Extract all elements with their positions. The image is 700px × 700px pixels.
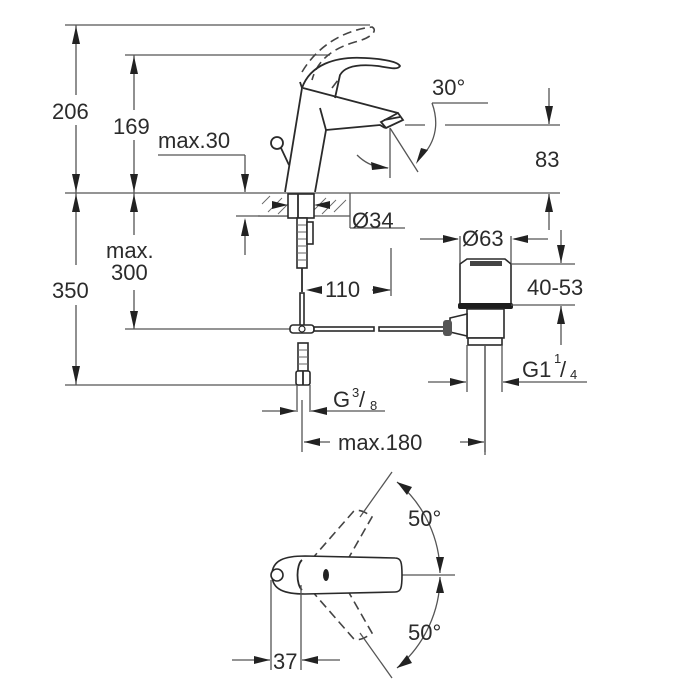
label-40-53: 40-53 — [527, 275, 583, 300]
label-max-180: max.180 — [338, 430, 422, 455]
plan-view: 50° 50° 37 — [232, 471, 455, 679]
label-110: 110 — [325, 277, 360, 302]
popup-waste: Ø63 40-53 G1 1 — [420, 226, 587, 455]
label-37: 37 — [273, 649, 297, 674]
label-50-degrees-bottom: 50° — [408, 620, 441, 645]
label-206: 206 — [52, 99, 89, 124]
label-g1-main: G1 — [522, 357, 551, 382]
dimension-350: 350 — [52, 193, 300, 386]
label-169: 169 — [113, 114, 150, 139]
dimension-max-30: max.30 — [158, 128, 290, 255]
label-g1-slash: / — [560, 357, 567, 382]
label-g-3-8-num: 3 — [352, 385, 359, 400]
label-diameter-63: Ø63 — [462, 226, 504, 251]
supply-assembly: 110 — [289, 248, 448, 386]
faucet-body — [270, 26, 405, 193]
label-300: 300 — [111, 260, 148, 285]
dimension-30-degrees: 30° — [356, 75, 488, 178]
dimension-206: 206 — [52, 25, 89, 193]
label-g1-den: 4 — [570, 367, 577, 382]
label-max-30: max.30 — [158, 128, 230, 153]
label-30-degrees: 30° — [432, 75, 465, 100]
dimension-83: 83 — [535, 88, 559, 230]
label-350: 350 — [52, 278, 89, 303]
dimension-max-300: max. 300 — [106, 193, 290, 330]
label-g-3-8-den: 8 — [370, 398, 377, 413]
below-deck-view: Ø34 350 max. 300 — [52, 193, 587, 455]
label-diameter-34: Ø34 — [352, 208, 394, 233]
label-g-3-8-main: G — [333, 387, 350, 412]
label-g-3-8-slash: / — [359, 387, 366, 412]
label-83: 83 — [535, 147, 559, 172]
dimension-g-3-8: G 3 / 8 — [262, 385, 385, 415]
dimension-37: 37 — [232, 580, 340, 674]
dimension-169: 169 — [113, 55, 150, 193]
label-50-degrees-top: 50° — [408, 506, 441, 531]
side-elevation-view: 206 169 max.30 — [52, 24, 560, 255]
label-g1-num: 1 — [554, 351, 561, 366]
label-max: max. — [106, 238, 154, 263]
countertop-section: Ø34 — [258, 193, 405, 269]
dimension-max-180: max.180 — [301, 340, 486, 455]
